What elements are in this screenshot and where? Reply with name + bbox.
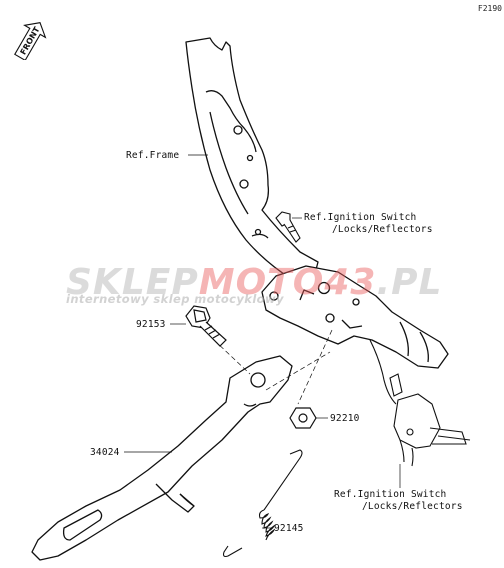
alignment-lines — [213, 329, 333, 405]
callout-ignition-top-2: /Locks/Reflectors — [332, 224, 433, 235]
spring-92145 — [222, 449, 303, 558]
callout-34024: 34024 — [90, 447, 120, 458]
callout-ignition-bottom-2: /Locks/Reflectors — [362, 501, 463, 512]
mount-bracket — [261, 265, 449, 369]
leader-lines — [124, 154, 401, 529]
callout-ignition-top-1: Ref.Ignition Switch — [304, 212, 417, 223]
watermark-brand: SKLEPMOTO43.PL — [66, 262, 442, 303]
watermark-part-4: .PL — [376, 262, 443, 303]
callout-ref-frame: Ref.Frame — [126, 150, 180, 161]
watermark-part-3: 43 — [324, 262, 377, 303]
callout-92210: 92210 — [330, 413, 360, 424]
frame-rail — [185, 37, 319, 286]
watermark-tagline: internetowy sklep motocyklowy — [66, 292, 284, 306]
callout-ignition-bottom-1: Ref.Ignition Switch — [334, 489, 447, 500]
nut-92210 — [289, 407, 317, 429]
callout-92145: 92145 — [274, 523, 304, 534]
diagram-code: F2190 — [477, 4, 502, 13]
watermark-part-2: MOTO — [198, 262, 325, 303]
small-bolt-top — [275, 211, 301, 243]
ignition-switch-assembly — [369, 339, 471, 467]
watermark-part-1: SKLEP — [66, 262, 199, 303]
bolt-92153 — [185, 305, 227, 347]
front-direction-icon: FRONT — [14, 22, 47, 60]
callout-92153: 92153 — [136, 319, 166, 330]
side-stand-34024 — [31, 355, 293, 561]
